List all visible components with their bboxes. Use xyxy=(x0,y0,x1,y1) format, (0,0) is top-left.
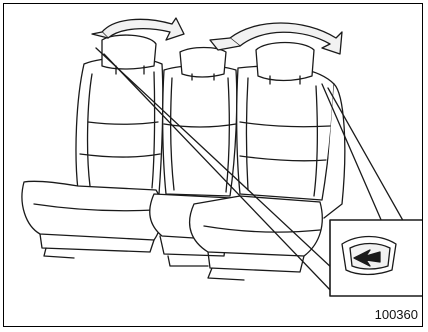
left-seat xyxy=(22,58,166,258)
figure-number: 100360 xyxy=(375,307,418,322)
illustration-frame: 100360 xyxy=(3,3,423,327)
release-lever-inset xyxy=(330,220,423,296)
right-headrest xyxy=(256,43,314,85)
rear-seat-illustration xyxy=(4,4,423,327)
center-headrest xyxy=(180,48,226,81)
